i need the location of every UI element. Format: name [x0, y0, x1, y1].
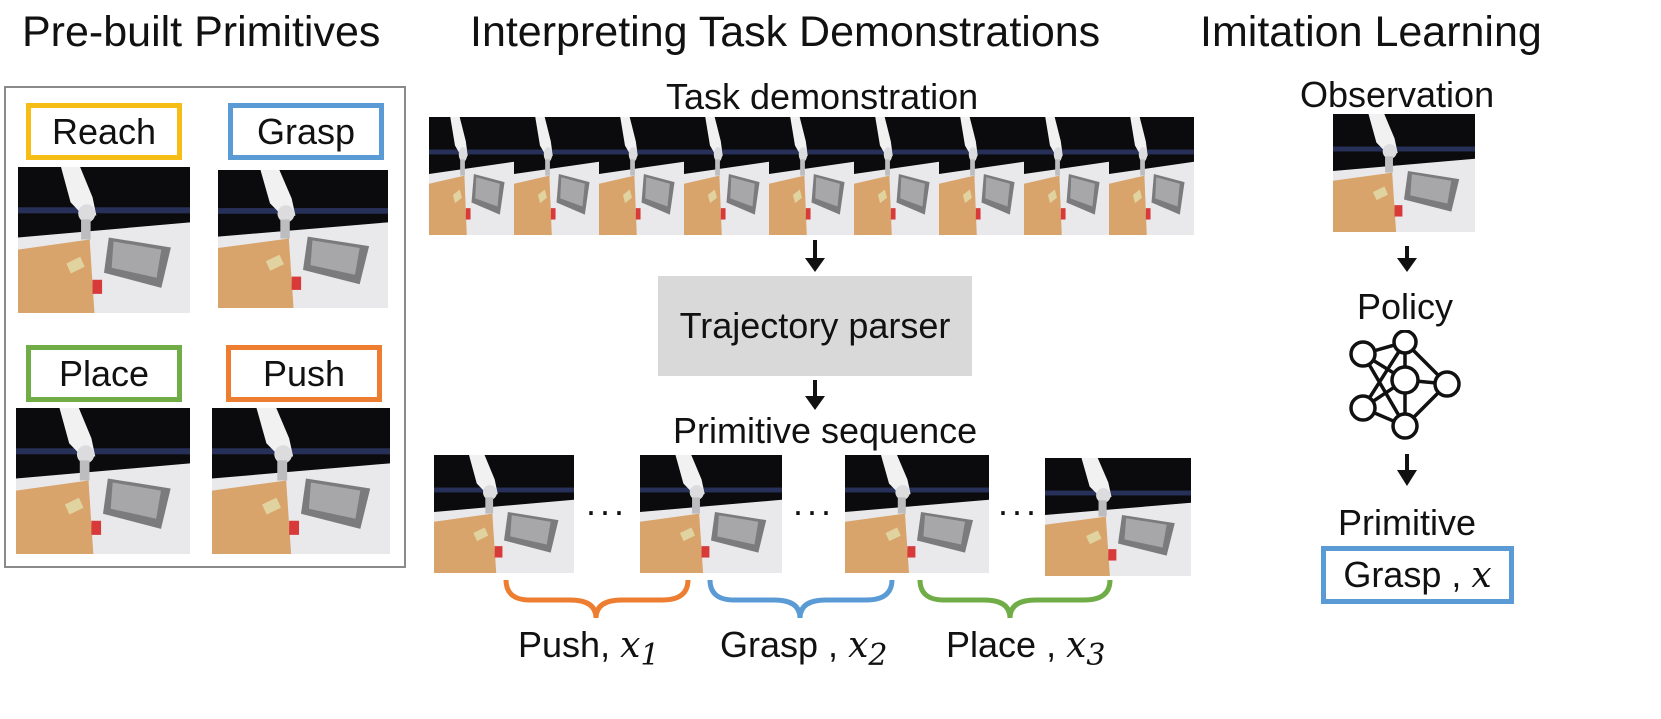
arrow-down-icon	[1397, 454, 1417, 486]
demo-frame	[514, 117, 599, 235]
demo-frame	[854, 117, 939, 235]
arrow-down-icon	[805, 380, 825, 410]
observation-label: Observation	[1300, 74, 1495, 115]
trajectory-parser-box: Trajectory parser	[658, 276, 972, 376]
primitives-panel	[4, 86, 406, 568]
output-primitive-box: Grasp , x	[1321, 546, 1514, 604]
primitive-label: Primitive	[1338, 502, 1477, 543]
demo-frame	[939, 117, 1024, 235]
policy-label: Policy	[1357, 286, 1454, 327]
sequence-frame	[640, 455, 782, 573]
segment-label-push: Push, x1	[518, 624, 660, 674]
brace-grasp	[707, 579, 895, 619]
sequence-frame	[434, 455, 574, 573]
ellipsis: ···	[792, 490, 834, 531]
segment-label-place: Place , x3	[946, 624, 1106, 674]
demo-frame	[684, 117, 769, 235]
observation-photo	[1333, 114, 1475, 232]
segment-label-grasp: Grasp , x2	[720, 624, 888, 674]
primitive-label-place: Place	[26, 345, 182, 402]
brace-place	[917, 579, 1113, 619]
place-photo	[16, 408, 190, 554]
reach-photo	[18, 167, 190, 313]
heading-imitation-learning: Imitation Learning	[1200, 8, 1542, 56]
sequence-frame	[1045, 458, 1191, 576]
heading-interpreting-demonstrations: Interpreting Task Demonstrations	[470, 8, 1101, 56]
demonstration-filmstrip	[429, 117, 1194, 235]
push-photo	[212, 408, 390, 554]
arrow-down-icon	[1397, 246, 1417, 272]
demo-frame	[1024, 117, 1109, 235]
sequence-frame	[845, 455, 989, 573]
demo-frame	[429, 117, 514, 235]
brace-push	[503, 579, 691, 619]
primitive-label-reach: Reach	[26, 103, 182, 160]
demo-frame	[1109, 117, 1194, 235]
primitive-label-push: Push	[226, 345, 382, 402]
task-demonstration-label: Task demonstration	[666, 76, 979, 117]
arrow-down-icon	[805, 240, 825, 272]
demo-frame	[769, 117, 854, 235]
grasp-photo	[218, 170, 388, 308]
demo-frame	[599, 117, 684, 235]
primitive-label-grasp: Grasp	[228, 103, 384, 160]
ellipsis: ···	[997, 490, 1039, 531]
heading-pre-built-primitives: Pre-built Primitives	[22, 8, 381, 56]
segment-braces	[503, 579, 1113, 619]
neural-network-icon	[1349, 330, 1461, 440]
ellipsis: ···	[585, 490, 627, 531]
primitive-sequence-label: Primitive sequence	[673, 410, 978, 451]
